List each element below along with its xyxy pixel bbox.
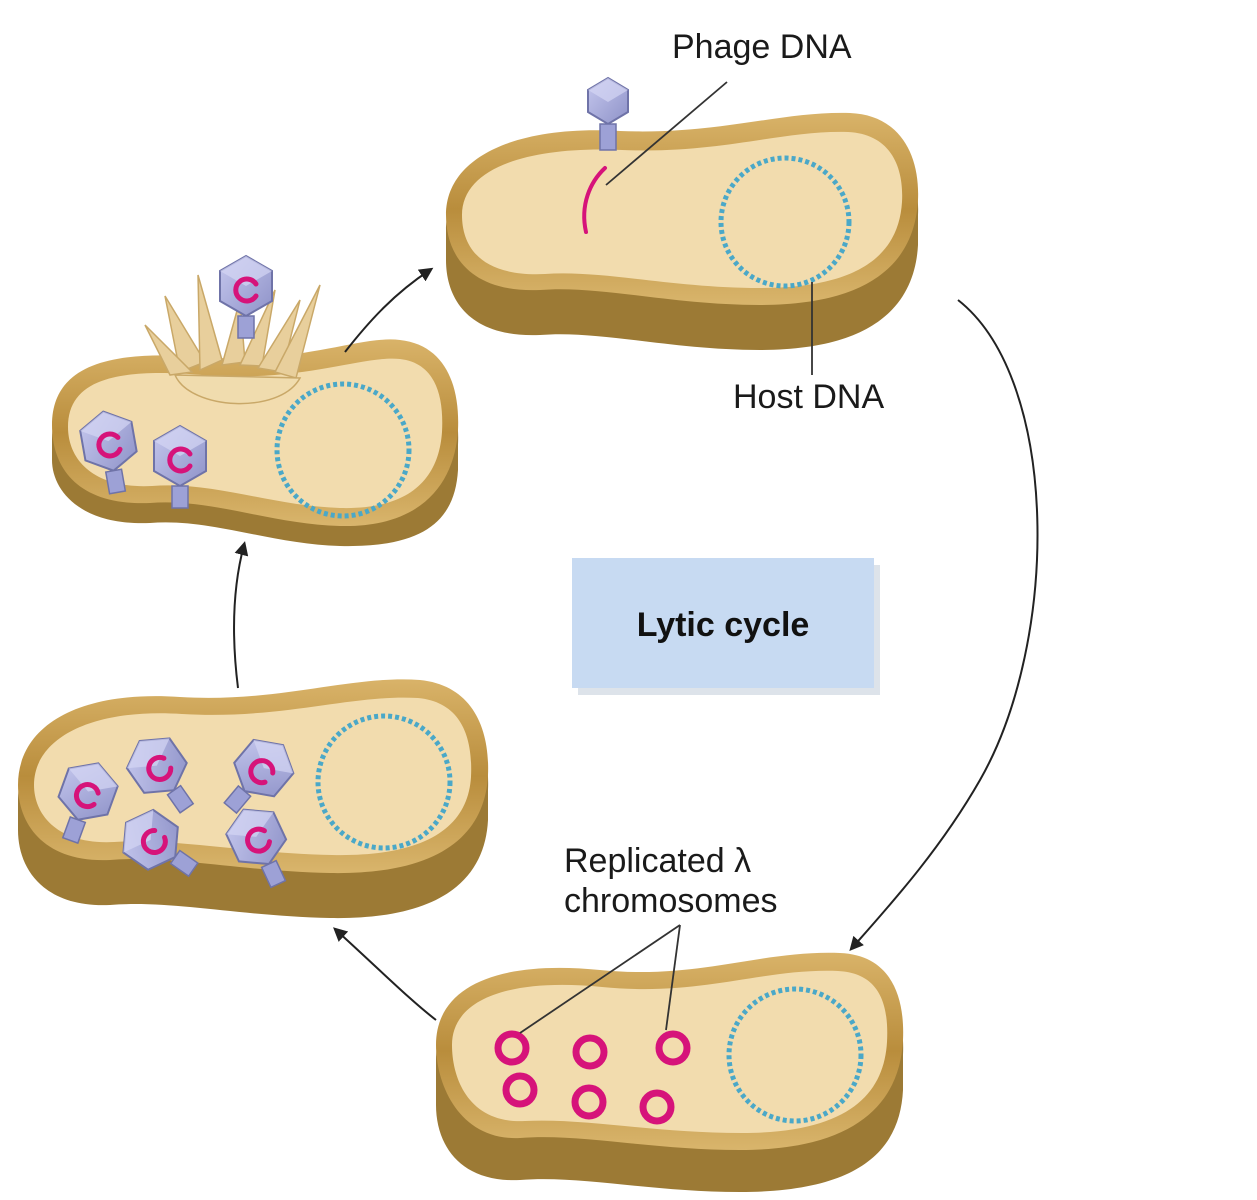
- host-dna-label: Host DNA: [733, 378, 884, 416]
- replicated-chromosomes: [494, 1030, 691, 1125]
- bacteriophage-icon: [587, 76, 629, 151]
- lysis-burst: [144, 274, 321, 405]
- host-dna-circle: [726, 986, 864, 1124]
- arrow-icon: [333, 927, 437, 1021]
- cycle-arrows: [233, 267, 1039, 1021]
- cell-replication: [436, 952, 904, 1192]
- arrow-icon: [344, 267, 434, 353]
- phage-dna-strand: [582, 166, 607, 234]
- lytic-cycle-title: Lytic cycle: [637, 606, 810, 644]
- host-dna-circle: [274, 381, 412, 519]
- lytic-cycle-title-box: Lytic cycle: [572, 558, 880, 695]
- replicated-label-line2: chromosomes: [564, 882, 778, 920]
- cell-lysis: [52, 256, 459, 547]
- cell-infection: [446, 76, 919, 350]
- replicated-label-line1: Replicated λ: [564, 842, 751, 880]
- arrow-icon: [233, 541, 249, 689]
- cell-assembly: [18, 679, 489, 919]
- arrow-icon: [849, 299, 1039, 951]
- host-dna-circle: [315, 713, 453, 851]
- phage-dna-label: Phage DNA: [672, 28, 852, 66]
- label-leaders: [519, 81, 813, 1034]
- host-dna-circle: [718, 155, 852, 289]
